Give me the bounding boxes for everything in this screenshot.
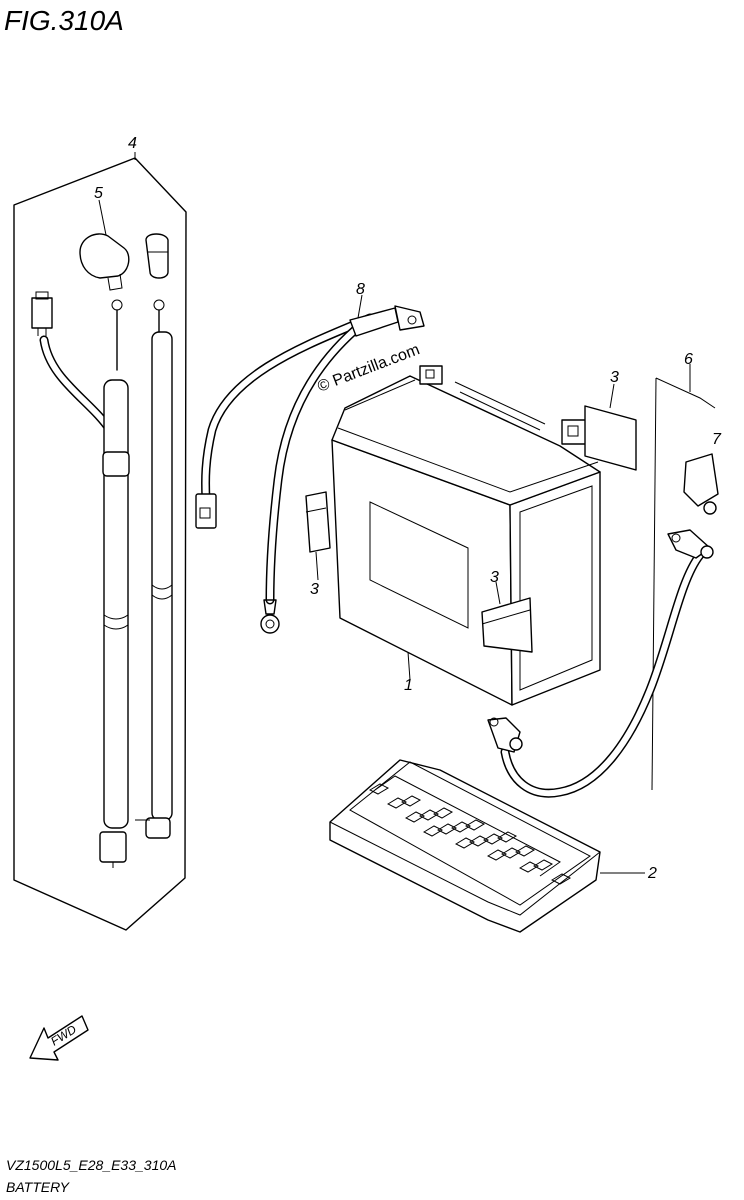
callout-5: 5 [94, 185, 103, 202]
tray-slot [464, 819, 486, 831]
tray-slot [450, 821, 472, 833]
figure-title: FIG.310A [4, 5, 124, 36]
tray-slot [386, 797, 408, 809]
fwd-arrow-icon: FWD [29, 1015, 89, 1061]
tray-slot [532, 859, 554, 871]
callout-1: 1 [404, 677, 413, 694]
harness-kit-panel [13, 157, 187, 931]
tray-slot [418, 809, 440, 821]
battery-lead-wire [195, 305, 425, 634]
callout-7: 7 [712, 431, 722, 448]
tray-slot [482, 833, 504, 845]
callout-3c: 3 [610, 369, 619, 386]
pad-part-3-left [305, 491, 331, 553]
battery-tray-part-2 [329, 759, 601, 933]
pad-part-3-right [584, 405, 637, 471]
tray-slot [500, 847, 522, 859]
callout-3a: 3 [310, 581, 319, 598]
tray-slot [514, 845, 536, 857]
figure-name: BATTERY [6, 1179, 71, 1195]
callout-6: 6 [684, 351, 693, 368]
callout-8: 8 [356, 281, 365, 298]
callout-leaders [98, 152, 691, 874]
tray-slot [400, 795, 422, 807]
callout-3b: 3 [490, 569, 499, 586]
battery-part-1 [331, 365, 601, 706]
callout-4: 4 [128, 135, 137, 152]
tray-slot [454, 837, 476, 849]
tray-slot [404, 811, 426, 823]
negative-cable-part-6 [487, 377, 719, 798]
callouts: 1 2 3 3 3 4 5 6 7 8 [94, 135, 722, 882]
callout-2: 2 [647, 865, 657, 882]
figure-code: VZ1500L5_E28_E33_310A [6, 1157, 176, 1173]
tray-slot [432, 807, 454, 819]
tray-slot [368, 783, 390, 795]
tray-slot [550, 873, 572, 885]
tray-slot [496, 831, 518, 843]
tray-slot [436, 823, 458, 835]
tray-slot [468, 835, 490, 847]
tray-slot [486, 849, 508, 861]
tray-slot [422, 825, 444, 837]
tray-slot [518, 861, 540, 873]
cap-part-5 [79, 233, 169, 291]
